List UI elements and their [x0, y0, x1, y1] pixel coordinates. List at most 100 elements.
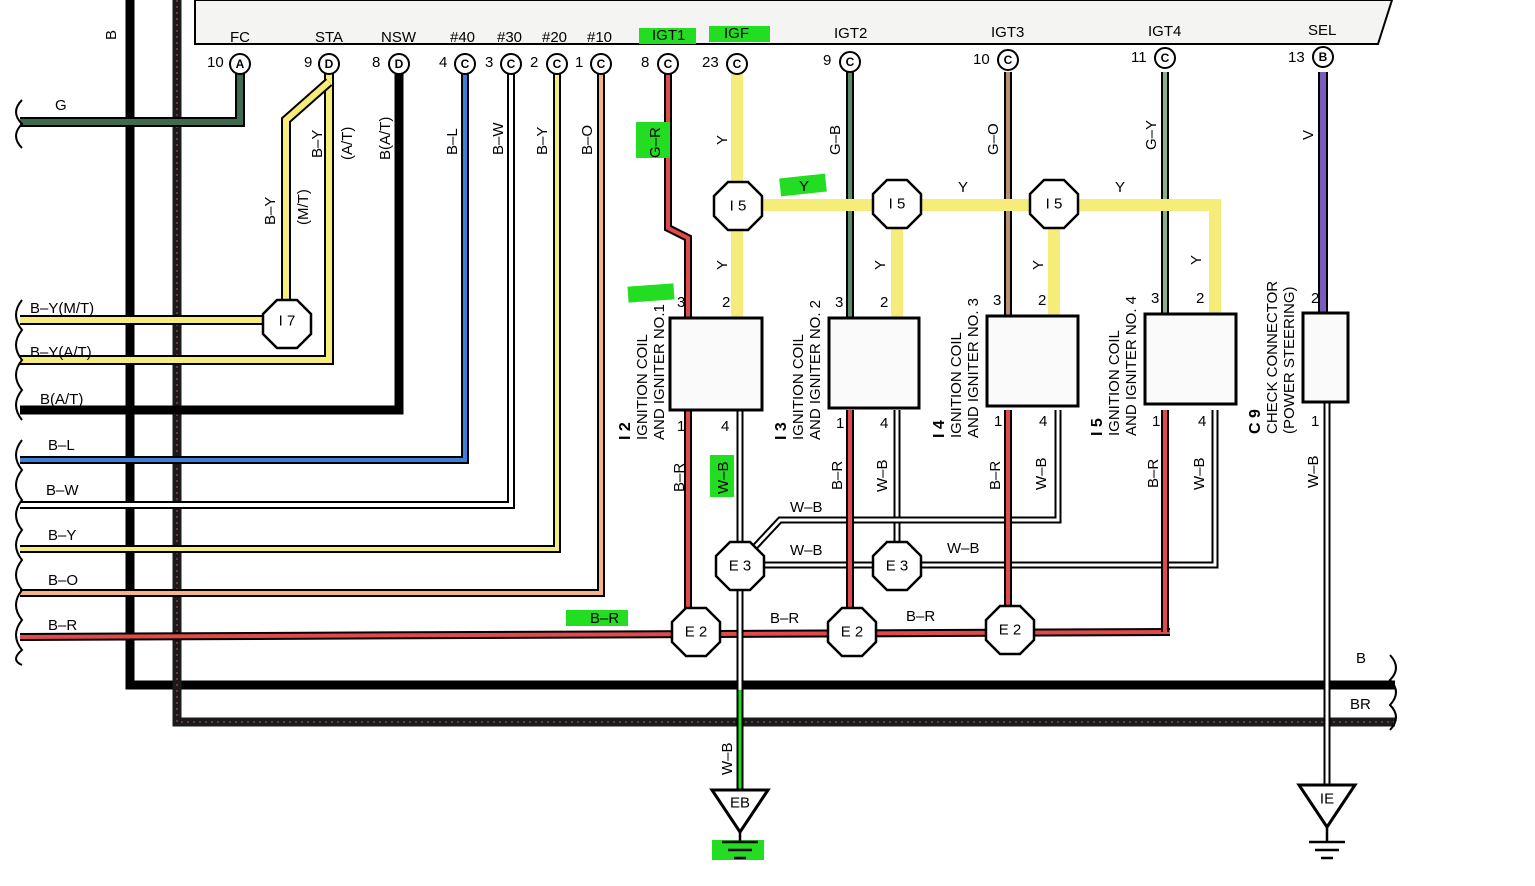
label-c9wb: W–B	[1305, 455, 1322, 488]
left-label-bl: B–L	[48, 437, 75, 454]
ground-ie: IE	[1296, 783, 1358, 860]
label-br-right: BR	[1350, 696, 1371, 713]
label-b-right: B	[1356, 650, 1366, 667]
left-label-bw: B–W	[46, 482, 79, 499]
svg-text:11: 11	[1131, 49, 1147, 66]
svg-text:E 3: E 3	[729, 558, 752, 575]
label-b-top: B	[103, 30, 120, 40]
svg-text:IGNITION COIL: IGNITION COIL	[948, 332, 965, 438]
svg-text:IE: IE	[1320, 791, 1334, 808]
svg-text:2: 2	[1196, 290, 1204, 307]
svg-text:1: 1	[677, 418, 685, 435]
junction-e3-2: E 3	[871, 540, 923, 592]
junction-e2-1: E 2	[670, 606, 722, 658]
svg-text:IGNITION COIL: IGNITION COIL	[634, 334, 651, 440]
ecu-terminal-igt2: IGT2 9 C	[823, 25, 867, 73]
svg-text:I 5: I 5	[1046, 196, 1063, 213]
label-wb-h1: W–B	[790, 499, 823, 516]
svg-text:(POWER STEERING): (POWER STEERING)	[1281, 286, 1298, 434]
junction-i5-2: I 5	[871, 178, 923, 230]
svg-text:3: 3	[835, 294, 843, 311]
ground-eb: EB	[709, 788, 771, 860]
label-wb-h3: W–B	[947, 540, 980, 557]
svg-text:D: D	[325, 57, 334, 71]
label-n40: B–L	[444, 128, 461, 155]
coil-box-i5	[1143, 312, 1238, 406]
svg-text:10: 10	[207, 54, 224, 71]
ecu-terminal-sel: SEL 13 B	[1288, 22, 1336, 68]
label-br2: B–R	[829, 461, 846, 490]
svg-text:I 2: I 2	[617, 422, 634, 440]
svg-text:A: A	[236, 57, 245, 71]
component-label-i3: I 3 IGNITION COIL AND IGNITER NO. 2	[773, 300, 824, 440]
svg-text:13: 13	[1288, 49, 1305, 66]
svg-text:#10: #10	[587, 29, 612, 46]
ecu-terminal-n20: #20 2 C	[530, 29, 568, 75]
svg-text:1: 1	[1152, 413, 1160, 430]
wire-left-ends	[15, 99, 1397, 731]
svg-text:2: 2	[1038, 292, 1046, 309]
label-wb4: W–B	[1191, 457, 1208, 490]
svg-text:IGT1: IGT1	[652, 27, 685, 44]
svg-text:#30: #30	[497, 29, 522, 46]
svg-text:2: 2	[1311, 290, 1319, 307]
label-sta-at: (A/T)	[339, 127, 356, 160]
label-br-h3: B–R	[906, 608, 935, 625]
svg-text:3: 3	[1151, 290, 1159, 307]
label-igt4: G–Y	[1143, 120, 1160, 150]
label-y-v1: Y	[714, 260, 731, 270]
svg-text:IGT2: IGT2	[834, 25, 867, 42]
label-br-h1: B–R	[590, 610, 619, 627]
junction-e2-3: E 2	[984, 604, 1036, 656]
label-br-h2: B–R	[770, 610, 799, 627]
label-nsw: B(A/T)	[377, 117, 394, 160]
label-wb-h2: W–B	[790, 542, 823, 559]
label-sta-mt: (M/T)	[295, 189, 312, 225]
svg-text:C: C	[461, 57, 470, 71]
svg-text:4: 4	[721, 418, 729, 435]
svg-text:IGF: IGF	[724, 25, 749, 42]
label-br4: B–R	[1145, 459, 1162, 488]
svg-text:E 2: E 2	[685, 624, 708, 641]
svg-text:I 3: I 3	[773, 422, 790, 440]
wire-br-coils	[684, 410, 1169, 632]
label-y-v4: Y	[1188, 255, 1205, 265]
svg-text:IGT4: IGT4	[1148, 23, 1181, 40]
svg-text:E 2: E 2	[999, 622, 1022, 639]
junction-i7: I 7	[261, 298, 313, 350]
svg-text:IGNITION COIL: IGNITION COIL	[1106, 330, 1123, 436]
left-label-by-at: B–Y(A/T)	[30, 344, 92, 361]
component-label-i4: I 4 IGNITION COIL AND IGNITER NO. 3	[931, 298, 982, 438]
svg-text:C: C	[597, 57, 606, 71]
left-label-g: G	[55, 97, 67, 114]
component-label-i5: I 5 IGNITION COIL AND IGNITER NO. 4	[1089, 296, 1140, 436]
label-n10: B–O	[579, 125, 596, 155]
coil-box-i3	[827, 316, 921, 410]
svg-text:4: 4	[1039, 413, 1047, 430]
junction-e2-2: E 2	[826, 606, 878, 658]
svg-text:E 3: E 3	[886, 558, 909, 575]
svg-text:FC: FC	[230, 29, 250, 46]
svg-text:2: 2	[530, 54, 538, 71]
svg-text:C: C	[507, 57, 516, 71]
label-sta-by: B–Y	[309, 130, 326, 158]
svg-text:C: C	[553, 57, 562, 71]
svg-text:C: C	[733, 57, 742, 71]
svg-text:1: 1	[575, 54, 583, 71]
junction-i5-1: I 5	[712, 180, 764, 232]
wire-igt1	[664, 72, 692, 318]
left-label-b-at: B(A/T)	[40, 391, 83, 408]
svg-text:1: 1	[836, 415, 844, 432]
label-y-h2: Y	[958, 179, 968, 196]
junction-i5-3: I 5	[1028, 178, 1080, 230]
svg-text:E 2: E 2	[841, 624, 864, 641]
label-sta-by2: B–Y	[262, 197, 279, 225]
wire-nsw	[20, 72, 404, 415]
svg-text:AND IGNITER NO.1: AND IGNITER NO.1	[651, 304, 668, 440]
svg-text:B: B	[1319, 50, 1328, 64]
label-eb-wb: W–B	[719, 742, 736, 775]
svg-text:STA: STA	[315, 29, 343, 46]
svg-text:2: 2	[880, 294, 888, 311]
label-y-h3: Y	[1115, 179, 1125, 196]
